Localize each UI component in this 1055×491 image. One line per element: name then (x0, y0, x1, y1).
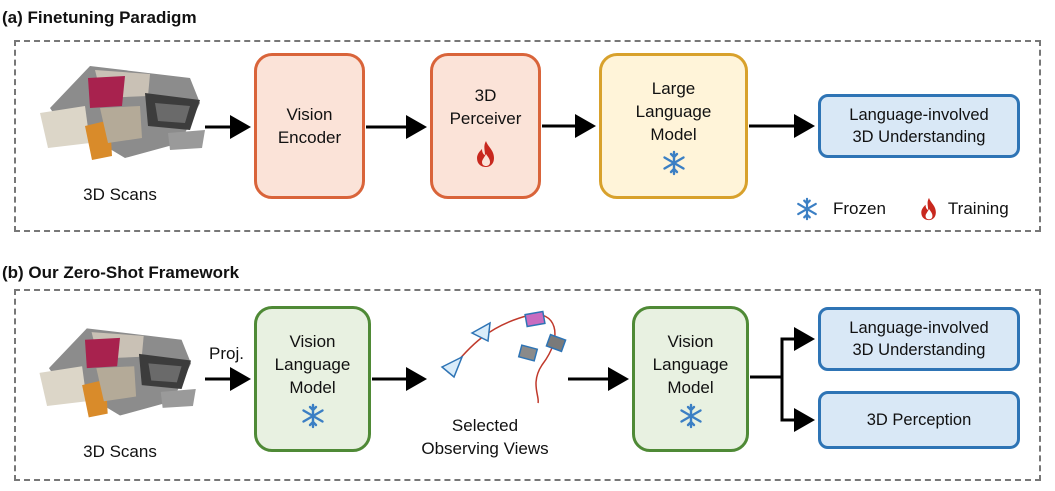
output-label-b1: Language-involved 3D Understanding (849, 319, 989, 359)
section-b-frame (14, 289, 1041, 481)
scan-caption-b: 3D Scans (83, 442, 157, 461)
snowflake-icon (301, 403, 324, 428)
vision-encoder-label: Vision Encoder (277, 105, 342, 147)
section-b-title: (b) Our Zero-Shot Framework (2, 263, 240, 282)
vlm-1-label: Vision Language Model (274, 331, 351, 397)
proj-label: Proj. (209, 344, 244, 363)
legend-frozen-label: Frozen (833, 199, 886, 218)
output-box-b2: 3D Perception (818, 391, 1020, 449)
llm-box: Large Language Model (599, 53, 748, 199)
scan-thumbnail-b (30, 308, 210, 438)
vlm-box-1: Vision Language Model (254, 306, 371, 452)
legend-training-label: Training (947, 199, 1009, 218)
flame-icon (476, 141, 494, 167)
scan-thumbnail-a (30, 48, 220, 178)
output-box-a: Language-involved 3D Understanding (818, 94, 1020, 158)
output-label-a: Language-involved 3D Understanding (849, 106, 989, 146)
snowflake-icon (679, 403, 702, 428)
arrow-to-output-1 (780, 327, 815, 377)
flame-icon (921, 197, 936, 221)
vlm-box-2: Vision Language Model (632, 306, 749, 452)
output-box-b1: Language-involved 3D Understanding (818, 307, 1020, 371)
perceiver-box: 3D Perceiver (430, 53, 541, 199)
snowflake-icon (662, 150, 685, 175)
section-a-frame (14, 40, 1041, 232)
legend: Frozen Training (795, 197, 1009, 221)
observing-views-graphic (430, 305, 580, 410)
vision-encoder-box: Vision Encoder (254, 53, 365, 199)
output-label-b2: 3D Perception (866, 411, 972, 429)
perceiver-label: 3D Perceiver (449, 86, 522, 128)
section-a-title: (a) Finetuning Paradigm (2, 8, 197, 27)
snowflake-icon (797, 197, 817, 221)
scan-caption-a: 3D Scans (83, 185, 157, 204)
llm-label: Large Language Model (635, 78, 712, 144)
views-caption: Selected Observing Views (421, 416, 549, 458)
vlm-2-label: Vision Language Model (652, 331, 729, 397)
arrow-to-output-2 (780, 377, 815, 432)
